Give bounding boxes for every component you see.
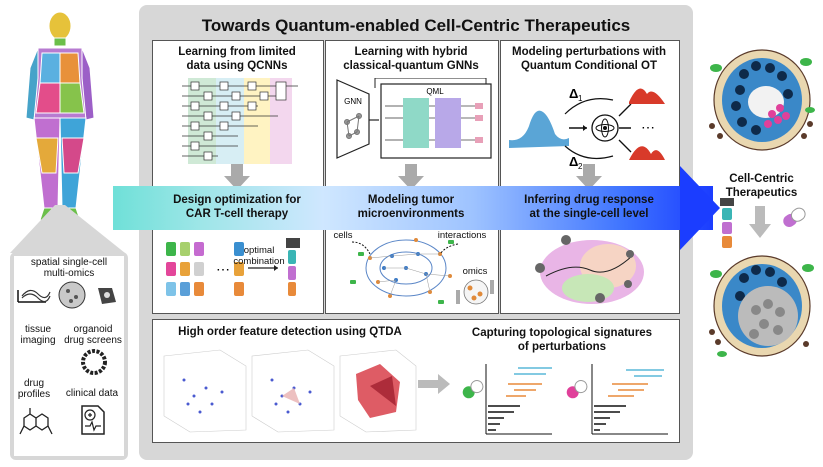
tissue-imaging-label: tissue imaging [20,324,56,346]
qcnn-title: Learning from limited data using QCNNs [178,46,296,72]
qtda-title: High order feature detection using QTDA [178,326,402,338]
hybrid-gnn-title: Learning with hybrid classical-quantum G… [343,46,479,72]
drug-band-label: Inferring drug response at the single-ce… [524,194,654,220]
qcnn-circuit-diagram [182,78,298,164]
topology-arrow [418,374,450,394]
main-title: Towards Quantum-enabled Cell-Centric The… [201,16,631,35]
organoid-icon [81,349,107,375]
human-body-illustration [25,11,95,221]
ot-down-arrow [576,164,602,190]
omics-label: omics [462,266,488,277]
perturbation-ellipsis: ⋯ [641,119,655,135]
drug-response-manifold [535,235,644,304]
callout-connector [10,205,125,253]
clinical-data-label: clinical data [65,388,119,399]
persistence-barcodes [462,364,668,435]
delta-1-subscript: 1 [578,94,583,103]
therapy-down-arrow [749,206,771,238]
pipeline-arrow-head [680,166,720,250]
molecule-icon [19,408,53,435]
combination-label: combination [233,256,285,267]
car-t-therapy-icon [720,198,734,248]
perturbation-title: Modeling perturbations with Quantum Cond… [512,46,666,72]
clinical-document-icon [81,405,105,435]
drug-profiles-label: drug profiles [17,378,51,400]
cell-centric-title: Cell-Centric Therapeutics [725,173,798,199]
qml-label: QML [426,87,444,96]
car-t-combination-diagram: ⋯ [166,238,300,296]
perturbation-ot-diagram: Δ 1 Δ 2 ⋯ [509,86,665,171]
topology-title: Capturing topological signatures of pert… [471,327,653,353]
pipeline-arrow-band [113,186,713,230]
interactions-label: interactions [437,230,487,241]
qcnn-down-arrow [224,164,250,190]
tumor-band-label: Modeling tumor microenvironments [357,194,465,220]
tumor-graph-diagram [350,238,494,305]
gnn-label: GNN [344,97,362,106]
cells-label: cells [333,230,353,241]
spatial-label: spatial single-cell multi-omics [30,257,108,279]
organoid-label: organoid drug screens [64,324,122,346]
delta-1-label: Δ [569,86,578,101]
tumor-after-treatment [709,255,814,357]
delta-2-label: Δ [569,154,578,169]
car-t-band-label: Design optimization for CAR T-cell thera… [173,194,301,220]
gnn-down-arrow [398,164,424,190]
car-t-ellipsis: ⋯ [216,261,230,277]
tumor-before-treatment [709,49,815,151]
spatial-omics-icons [17,281,116,309]
hybrid-gnn-diagram: GNN QML [336,78,492,159]
delta-2-subscript: 2 [578,162,583,171]
qtda-point-clouds [163,349,417,433]
optimal-label: optimal [243,245,275,256]
drug-capsule-icon [783,207,806,228]
